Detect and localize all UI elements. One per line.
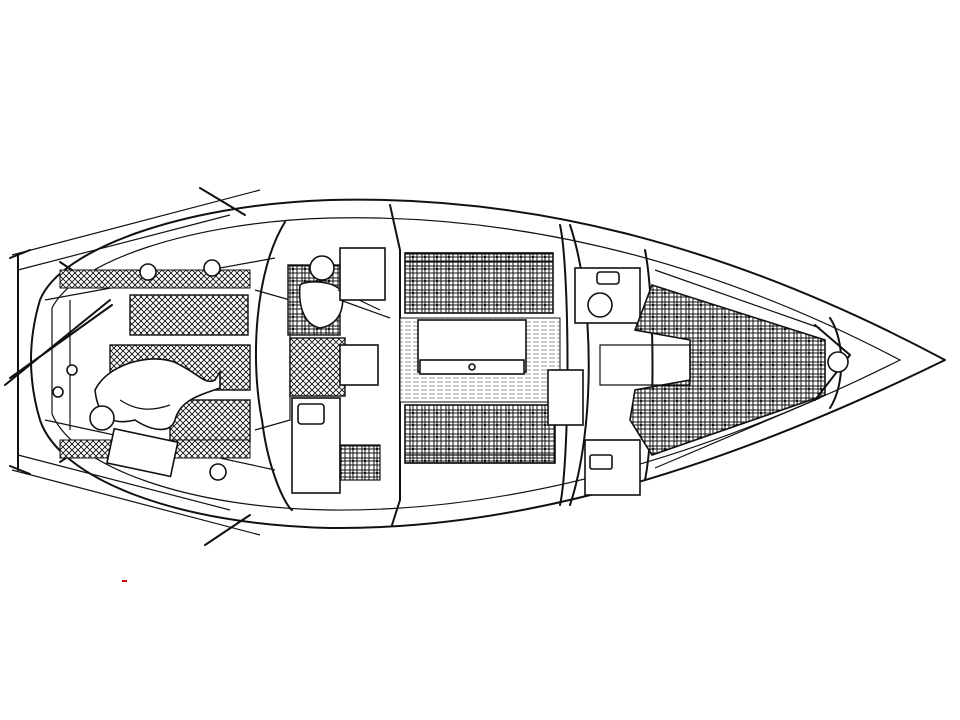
helmsman-figure (89, 358, 221, 431)
saloon-settee-starboard (404, 404, 556, 464)
washbasin-icon (596, 271, 620, 285)
navigator-figure (298, 255, 391, 329)
saloon-backrest-starboard (405, 454, 555, 464)
winch-icon (52, 386, 64, 398)
saloon (389, 204, 590, 526)
nav-station-desk (339, 247, 386, 301)
winch-icon (203, 259, 221, 277)
red-mark (122, 580, 127, 582)
v-berth (629, 284, 826, 456)
toilet-icon (587, 292, 613, 318)
tiller (4, 299, 113, 386)
bow-shelf-lines (654, 269, 821, 469)
stern-transom (9, 249, 31, 475)
companionway-steps (289, 337, 346, 397)
winch-icon (139, 263, 157, 281)
saloon-bulkhead-fwd (559, 224, 590, 506)
saloon-backrest-port (405, 252, 553, 263)
cockpit-seat-grating-starboard (169, 399, 251, 443)
hull-inner-line (51, 217, 902, 511)
saloon-bulkhead-aft (389, 204, 401, 526)
heads-compartment (574, 249, 654, 496)
stove-icon (339, 444, 381, 481)
lifeline-stanchions (59, 187, 251, 546)
mast-step-icon (468, 363, 476, 371)
v-berth-infill (599, 344, 691, 386)
main-bulkhead (254, 221, 293, 511)
sink-icon (297, 403, 325, 425)
saloon-locker-fwd (547, 369, 584, 426)
locker-door (589, 454, 613, 470)
forehatch-icon (827, 351, 849, 373)
winch-icon (66, 364, 78, 376)
winch-icon (209, 463, 227, 481)
cockpit-hatch (106, 427, 179, 478)
pushpit-rail (11, 189, 261, 536)
icebox (339, 344, 379, 386)
cockpit-seat-grating-port (129, 294, 249, 336)
forward-bulkhead (644, 249, 654, 481)
